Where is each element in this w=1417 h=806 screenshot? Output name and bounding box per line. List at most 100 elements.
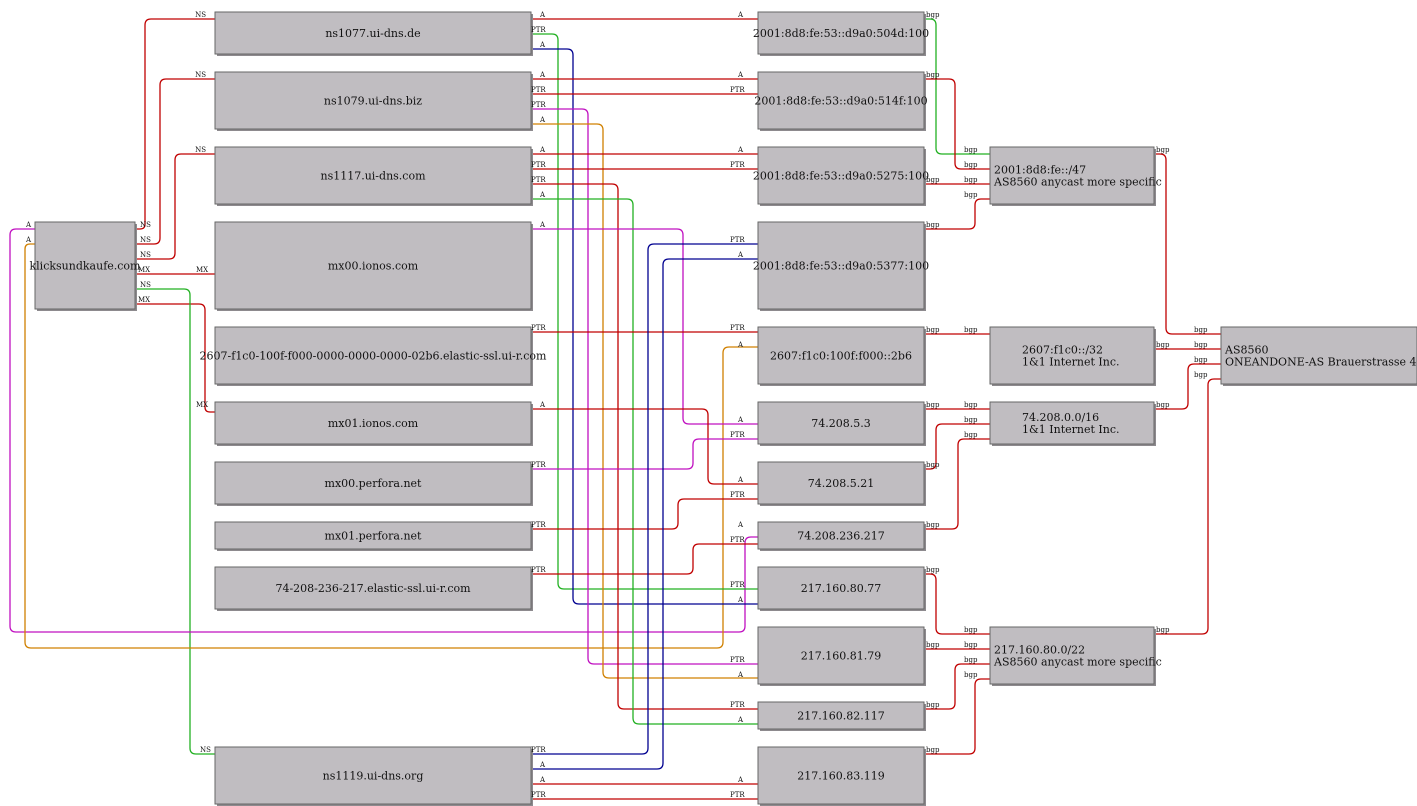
edge-line xyxy=(135,303,215,413)
node-ns1077[interactable]: ns1077.ui-dns.de xyxy=(214,11,533,56)
edge-line xyxy=(531,48,758,605)
node-ip6-5377[interactable]: 2001:8d8:fe:53::d9a0:5377:100 xyxy=(753,221,929,311)
edge-label-bgp: bgp xyxy=(964,656,978,664)
node-label: 2001:8d8:fe:53::d9a0:5275:100 xyxy=(753,170,929,183)
node-pfx-2607[interactable]: 2607:f1c0::/321&1 Internet Inc. xyxy=(989,326,1156,386)
node-pfx-74[interactable]: 74.208.0.0/161&1 Internet Inc. xyxy=(989,401,1156,446)
node-label: 217.160.83.119 xyxy=(797,770,884,783)
edge-label-bgp: bgp xyxy=(964,176,978,184)
node-mx01-perfora[interactable]: mx01.perfora.net xyxy=(214,521,533,551)
node-mx00-ionos[interactable]: mx00.ionos.com xyxy=(214,221,533,311)
edges xyxy=(9,18,1221,800)
edge-line xyxy=(924,438,990,530)
edge-label-bgp: bgp xyxy=(1156,401,1170,409)
edge-label-a: A xyxy=(737,596,744,604)
edge-line xyxy=(135,78,215,245)
edge-line xyxy=(1154,153,1221,335)
edge-label-bgp: bgp xyxy=(926,11,940,19)
edge-label-mx: MX xyxy=(138,266,150,274)
edge-line xyxy=(531,258,758,770)
node-mx00-perfora[interactable]: mx00.perfora.net xyxy=(214,461,533,506)
edge-label-bgp: bgp xyxy=(964,161,978,169)
edge-line xyxy=(924,573,990,635)
node-box xyxy=(214,221,532,310)
edge-label-bgp: bgp xyxy=(1156,626,1170,634)
node-box xyxy=(989,326,1155,385)
edge-label-ptr: PTR xyxy=(531,26,546,34)
node-ip-74-5-21[interactable]: 74.208.5.21 xyxy=(757,461,926,506)
edge-label-ptr: PTR xyxy=(531,324,546,332)
edge-line xyxy=(135,153,215,260)
node-box xyxy=(214,71,532,130)
edge-line xyxy=(135,288,215,755)
edge-label-a: A xyxy=(737,416,744,424)
edge-label-ptr: PTR xyxy=(730,161,745,169)
edge-line xyxy=(531,408,758,485)
node-label: 2001:8d8:fe::/47 xyxy=(994,164,1086,177)
node-domain[interactable]: klicksundkaufe.com xyxy=(30,221,142,311)
edge-label-ptr: PTR xyxy=(730,656,745,664)
edge-label-a: A xyxy=(25,236,32,244)
edge-line xyxy=(531,33,758,590)
edge-line xyxy=(924,18,990,155)
edge-line xyxy=(531,498,758,530)
node-elastic-74[interactable]: 74-208-236-217.elastic-ssl.ui-r.com xyxy=(214,566,533,611)
edge-label-bgp: bgp xyxy=(926,566,940,574)
node-label: AS8560 xyxy=(1224,344,1268,357)
node-elastic-2607[interactable]: 2607-f1c0-100f-f000-0000-0000-0000-02b6.… xyxy=(200,326,547,386)
node-ip6-2b6[interactable]: 2607:f1c0:100f:f000::2b6 xyxy=(757,326,926,386)
node-ip-74-236[interactable]: 74.208.236.217 xyxy=(757,521,926,551)
node-ip-217-81[interactable]: 217.160.81.79 xyxy=(757,626,926,686)
edge-label-bgp: bgp xyxy=(926,221,940,229)
node-mx01-ionos[interactable]: mx01.ionos.com xyxy=(214,401,533,446)
node-label: mx01.ionos.com xyxy=(328,417,419,430)
edge-label-bgp: bgp xyxy=(964,626,978,634)
edge-label-a: A xyxy=(737,11,744,19)
node-label: 2607-f1c0-100f-f000-0000-0000-0000-02b6.… xyxy=(200,350,547,363)
node-label: mx00.ionos.com xyxy=(328,260,419,273)
edge-label-bgp: bgp xyxy=(1194,341,1208,349)
node-box xyxy=(989,146,1155,205)
edge-label-bgp: bgp xyxy=(1194,356,1208,364)
node-box xyxy=(1220,326,1417,385)
edge-label-bgp: bgp xyxy=(926,701,940,709)
node-ns1119[interactable]: ns1119.ui-dns.org xyxy=(214,746,533,806)
node-ip-74-5-3[interactable]: 74.208.5.3 xyxy=(757,401,926,446)
edge-label-mx: MX xyxy=(138,296,150,304)
edge-label-bgp: bgp xyxy=(926,746,940,754)
node-ip6-514f[interactable]: 2001:8d8:fe:53::d9a0:514f:100 xyxy=(754,71,928,131)
node-ip6-504d[interactable]: 2001:8d8:fe:53::d9a0:504d:100 xyxy=(753,11,929,56)
node-box xyxy=(989,401,1155,445)
node-label: ns1119.ui-dns.org xyxy=(323,770,424,783)
edge-label-ptr: PTR xyxy=(730,236,745,244)
node-label: 2001:8d8:fe:53::d9a0:514f:100 xyxy=(754,95,927,108)
edge-label-ptr: PTR xyxy=(531,161,546,169)
node-ns1117[interactable]: ns1117.ui-dns.com xyxy=(214,146,533,206)
node-label: 1&1 Internet Inc. xyxy=(1022,423,1120,436)
edge-line xyxy=(924,663,990,710)
node-ip-217-83[interactable]: 217.160.83.119 xyxy=(757,746,926,806)
edge-label-a: A xyxy=(539,401,546,409)
edge-label-a: A xyxy=(737,251,744,259)
node-label: ns1077.ui-dns.de xyxy=(325,27,420,40)
edge-label-a: A xyxy=(737,476,744,484)
edge-line xyxy=(531,123,758,679)
node-ip-217-82[interactable]: 217.160.82.117 xyxy=(757,701,926,731)
node-label: 2001:8d8:fe:53::d9a0:5377:100 xyxy=(753,260,929,273)
edge-label-ptr: PTR xyxy=(730,431,745,439)
node-box xyxy=(989,626,1155,685)
node-ip6-5275[interactable]: 2001:8d8:fe:53::d9a0:5275:100 xyxy=(753,146,929,206)
node-box xyxy=(214,746,532,805)
edge-label-a: A xyxy=(539,761,546,769)
node-box xyxy=(214,146,532,205)
node-label: 74.208.0.0/16 xyxy=(1022,411,1099,424)
node-label: 2607:f1c0:100f:f000::2b6 xyxy=(770,350,912,363)
node-box xyxy=(757,401,925,445)
node-ns1079[interactable]: ns1079.ui-dns.biz xyxy=(214,71,533,131)
edge-label-a: A xyxy=(539,71,546,79)
edge-line xyxy=(531,183,758,710)
node-ip-217-80[interactable]: 217.160.80.77 xyxy=(757,566,926,611)
